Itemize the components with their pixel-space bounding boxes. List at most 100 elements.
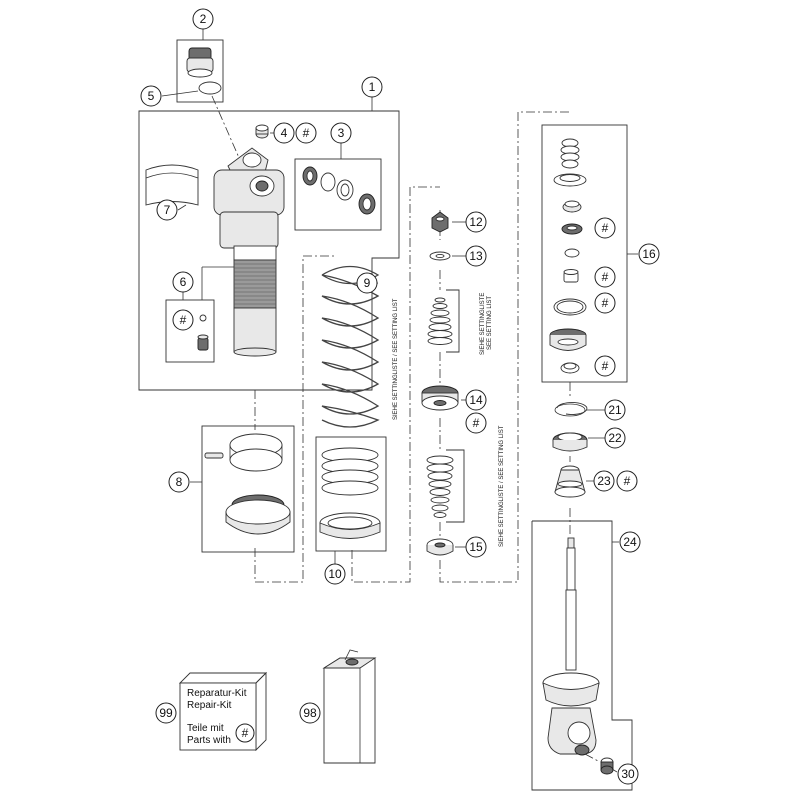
part-4-bolt: [255, 124, 269, 139]
part-23-bumper: [554, 465, 586, 498]
callout-24-label: 24: [623, 535, 637, 549]
hash-marker-repair-kit[interactable]: #: [235, 723, 255, 743]
callout-7[interactable]: 7: [156, 199, 178, 221]
hash-marker-part-23[interactable]: #: [616, 470, 638, 492]
callout-23-label: 23: [597, 474, 611, 488]
part-14-piston: [421, 385, 459, 411]
box-part-10: [315, 436, 387, 552]
callout-5-label: 5: [148, 89, 155, 103]
repair-kit-line1: Reparatur-Kit: [187, 688, 247, 699]
part-22-seal-cap: [552, 432, 588, 452]
hash-marker-part-4[interactable]: #: [295, 122, 317, 144]
box-part-3: [294, 158, 382, 231]
callout-4[interactable]: 4: [273, 122, 295, 144]
setting-list-upper-line1: SIEHE SETTINGLISTE: [480, 293, 486, 355]
hash-label: #: [602, 359, 609, 373]
part-16-adjuster-parts: [549, 138, 587, 374]
part-30-bushing: [600, 757, 614, 775]
setting-list-lower: SIEHE SETTINGLISTE / SEE SETTING LIST: [499, 425, 505, 547]
hash-label: #: [602, 270, 609, 284]
setting-list-upper-line2: SEE SETTING LIST: [487, 296, 493, 350]
callout-3[interactable]: 3: [330, 122, 352, 144]
hash-label: #: [602, 296, 609, 310]
callout-8[interactable]: 8: [168, 471, 190, 493]
hash-marker-16a[interactable]: #: [594, 217, 616, 239]
repair-kit-line3: Teile mit: [187, 723, 224, 734]
callout-15-label: 15: [469, 540, 483, 554]
setting-list-labels: SIEHE SETTINGLISTE SEE SETTING LIST SIEH…: [393, 293, 505, 547]
callout-21[interactable]: 21: [604, 399, 626, 421]
callout-98[interactable]: 98: [299, 702, 321, 724]
callout-12[interactable]: 12: [465, 211, 487, 233]
repair-kit-labels: Reparatur-Kit Repair-Kit Teile mit Parts…: [187, 688, 247, 746]
callout-21-label: 21: [608, 403, 622, 417]
hash-marker-part-14[interactable]: #: [465, 412, 487, 434]
callout-15[interactable]: 15: [465, 536, 487, 558]
callout-99[interactable]: 99: [155, 702, 177, 724]
box-part-6: [165, 299, 215, 363]
part-21-circlip: [554, 402, 588, 417]
callout-22[interactable]: 22: [604, 427, 626, 449]
box-part-16: [541, 124, 628, 383]
box-part-8: [201, 425, 295, 553]
shim-stack-lower: [426, 455, 454, 518]
part-98-oil-can: [322, 649, 377, 764]
callout-2[interactable]: 2: [192, 8, 214, 30]
callout-6[interactable]: 6: [172, 271, 194, 293]
hash-marker-part-6[interactable]: #: [172, 309, 194, 331]
hash-label: #: [602, 221, 609, 235]
callout-4-label: 4: [281, 126, 288, 140]
part-8-adjuster-ring: [204, 433, 291, 535]
callout-1-label: 1: [369, 80, 376, 94]
part-24-piston-rod: [542, 537, 600, 756]
callout-22-label: 22: [608, 431, 622, 445]
callout-7-label: 7: [164, 203, 171, 217]
hash-markers: # # # # # # # # #: [172, 122, 638, 743]
hash-marker-16b[interactable]: #: [594, 266, 616, 288]
hash-label: #: [624, 474, 631, 488]
hash-marker-16d[interactable]: #: [594, 355, 616, 377]
repair-kit-line2: Repair-Kit: [187, 700, 232, 711]
callout-30[interactable]: 30: [617, 763, 639, 785]
callout-98-label: 98: [303, 706, 317, 720]
callout-8-label: 8: [176, 475, 183, 489]
group-boxes: [138, 39, 633, 791]
hash-label: #: [242, 726, 249, 740]
callout-1[interactable]: 1: [361, 76, 383, 98]
part-3-bearing-set: [302, 166, 376, 215]
part-15-washer: [426, 538, 454, 556]
callout-23[interactable]: 23: [593, 470, 615, 492]
leader-lines: [161, 28, 638, 773]
box-part-2: [176, 39, 224, 103]
repair-kit-line4: Parts with: [187, 735, 231, 746]
callout-10-label: 10: [328, 567, 342, 581]
part-12-nut: [431, 211, 449, 233]
hash-label: #: [303, 126, 310, 140]
part-6-bleed-screw: [197, 314, 209, 351]
part-1-shock-body: [213, 147, 285, 357]
callout-9-label: 9: [364, 276, 371, 290]
callout-99-label: 99: [159, 706, 173, 720]
callout-14[interactable]: 14: [465, 389, 487, 411]
callout-13-label: 13: [469, 249, 483, 263]
callout-6-label: 6: [180, 275, 187, 289]
callout-13[interactable]: 13: [465, 245, 487, 267]
part-7-cover: [145, 164, 199, 206]
hash-label: #: [180, 313, 187, 327]
hash-label: #: [473, 416, 480, 430]
part-2-reservoir-cap: [186, 47, 222, 95]
part-13-washer: [429, 251, 451, 261]
callout-12-label: 12: [469, 215, 483, 229]
callout-16[interactable]: 16: [638, 243, 660, 265]
callout-14-label: 14: [469, 393, 483, 407]
callout-5[interactable]: 5: [140, 85, 162, 107]
callout-16-label: 16: [642, 247, 656, 261]
callout-2-label: 2: [200, 12, 207, 26]
callout-24[interactable]: 24: [619, 531, 641, 553]
callout-9[interactable]: 9: [356, 272, 378, 294]
callout-10[interactable]: 10: [324, 563, 346, 585]
callout-30-label: 30: [621, 767, 635, 781]
hash-marker-16c[interactable]: #: [594, 292, 616, 314]
setting-list-spring: SIEHE SETTINGLISTE / SEE SETTING LIST: [393, 298, 399, 420]
